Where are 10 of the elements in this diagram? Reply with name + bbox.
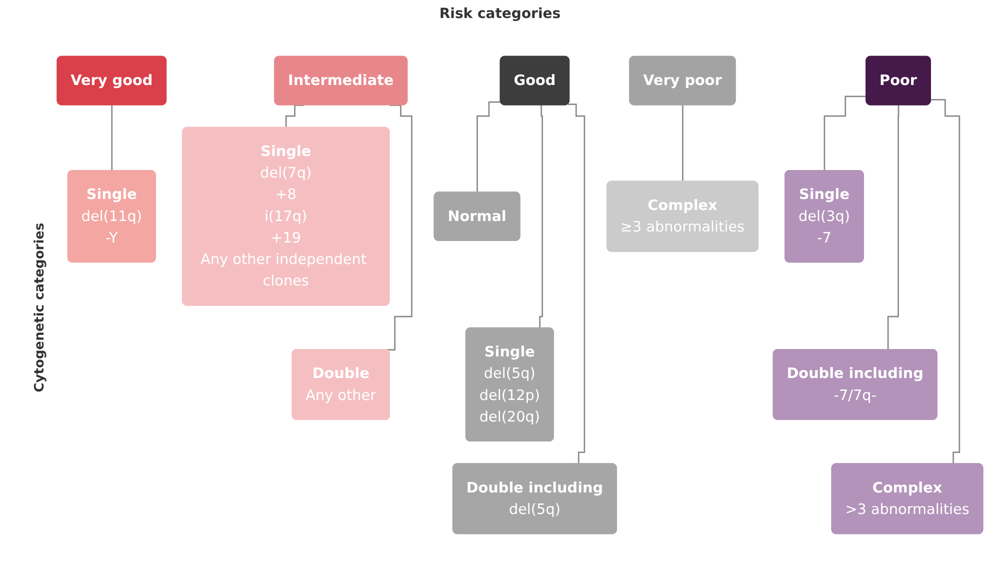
connector bbox=[930, 99, 960, 465]
connector bbox=[111, 104, 113, 172]
axis-label: Cytogenetic categories bbox=[32, 222, 48, 394]
connector bbox=[537, 104, 543, 329]
connector bbox=[824, 96, 867, 172]
connector bbox=[682, 104, 684, 182]
connector bbox=[476, 101, 501, 194]
chart-title: Risk categories bbox=[438, 6, 562, 22]
connector bbox=[568, 104, 586, 465]
connector bbox=[285, 104, 304, 128]
